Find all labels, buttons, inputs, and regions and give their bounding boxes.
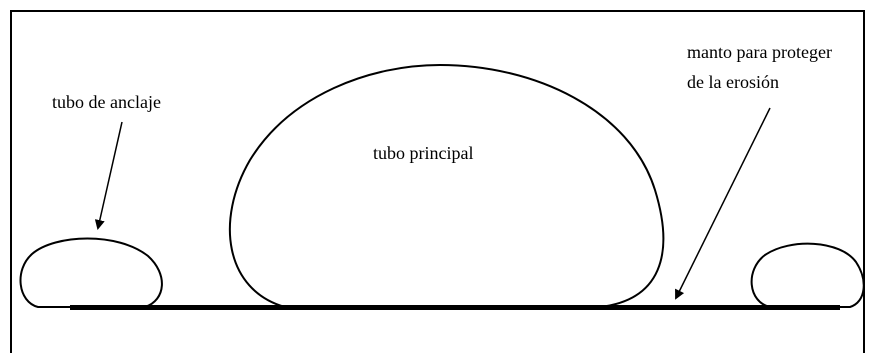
- anchor-tube-label: tubo de anclaje: [52, 92, 161, 112]
- mantle-label-line1: manto para proteger: [687, 42, 832, 62]
- mantle-label-line2: de la erosión: [687, 72, 779, 92]
- mantle-arrow: [675, 107, 771, 300]
- right-anchor-tube: [750, 242, 865, 308]
- main-tube-label: tubo principal: [373, 143, 473, 163]
- main-tube: [228, 63, 665, 308]
- anchor-tube-arrow: [94, 121, 123, 230]
- left-anchor-tube: [19, 237, 163, 308]
- diagram-frame: [10, 10, 865, 353]
